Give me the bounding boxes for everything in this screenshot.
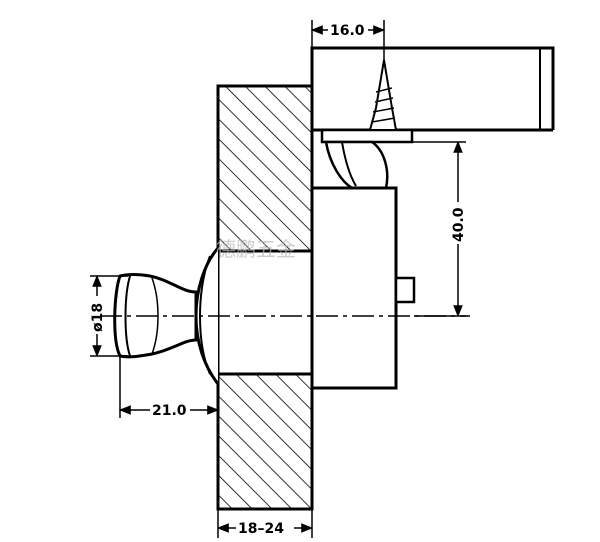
panel-section <box>216 84 314 511</box>
strike-plate <box>320 59 414 144</box>
screw-thread-3 <box>372 107 395 113</box>
dimension-knob-projection: 21.0 <box>118 356 220 419</box>
dimension-height: 40.0 <box>412 140 467 318</box>
watermark: 德鹏五金 <box>216 237 296 261</box>
knob-face-curve <box>124 275 131 357</box>
panel-lower-hatch <box>216 372 314 511</box>
housing-pin <box>394 276 416 304</box>
cam-tongue-inner <box>341 141 357 187</box>
strike-plate-body <box>320 128 414 144</box>
screw-thread-1 <box>375 87 393 93</box>
dimension-label-dia18: ø18 <box>90 303 106 332</box>
dimension-knob-diameter: ø18 <box>90 274 128 358</box>
dimension-label-18-24: 18–24 <box>238 521 284 537</box>
lock-housing <box>310 186 398 390</box>
lock-cylinder <box>216 249 314 376</box>
dimension-label-16: 16.0 <box>330 23 365 39</box>
screw-icon <box>368 59 398 131</box>
dimension-top-width: 16.0 <box>310 20 386 60</box>
dimension-label-21: 21.0 <box>152 403 187 419</box>
panel-upper-hatch <box>216 84 314 253</box>
dimension-panel-thickness: 18–24 <box>216 509 314 538</box>
cam-tongue <box>324 140 389 190</box>
screw-thread-4 <box>371 117 396 123</box>
screw-thread-2 <box>374 97 394 103</box>
frame-outline <box>310 46 555 258</box>
dimension-label-40: 40.0 <box>451 207 467 242</box>
